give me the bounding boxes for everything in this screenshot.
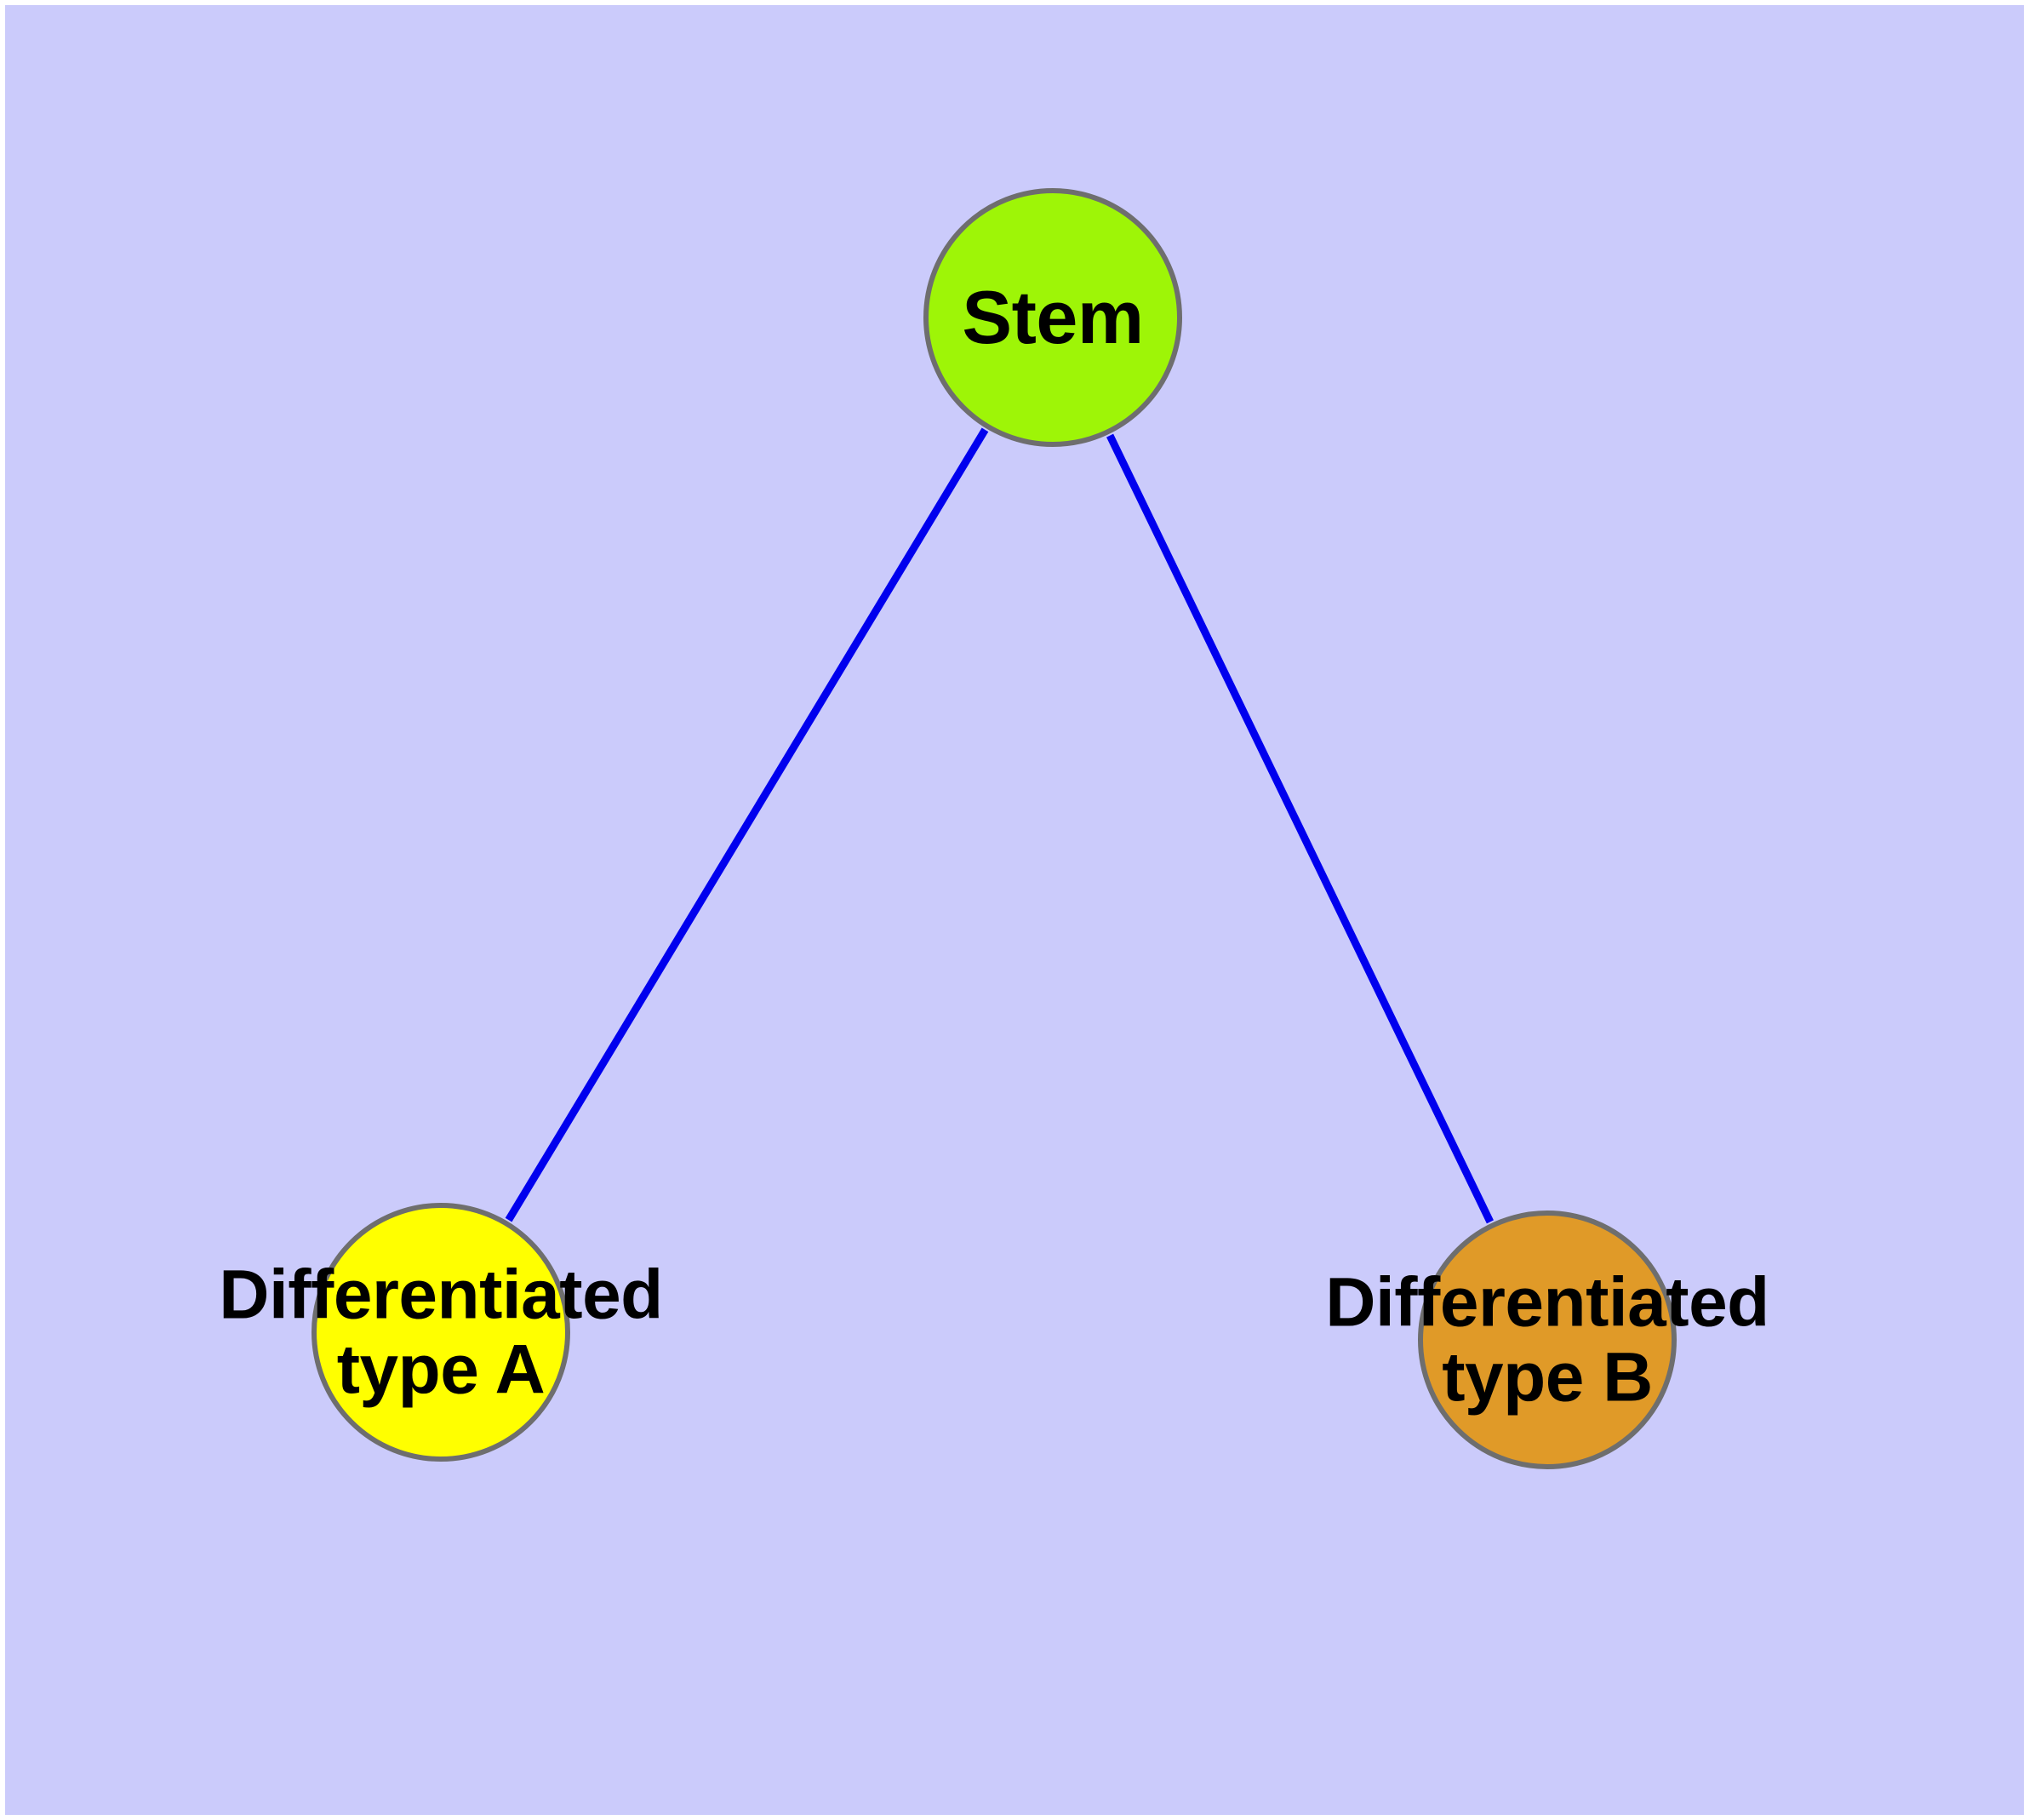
diagram-plane: Stem Differentiated type A Differentiate… [5,5,2024,1815]
edge-layer [505,427,1494,1224]
node-stem[interactable] [923,188,1182,447]
node-layer [5,5,2024,1815]
node-differentiated-type-b[interactable] [1418,1210,1677,1469]
edge-stem-to-diff-b[interactable] [1106,433,1494,1224]
edge-stem-to-diff-a[interactable] [505,427,989,1222]
node-differentiated-type-a[interactable] [311,1203,570,1462]
